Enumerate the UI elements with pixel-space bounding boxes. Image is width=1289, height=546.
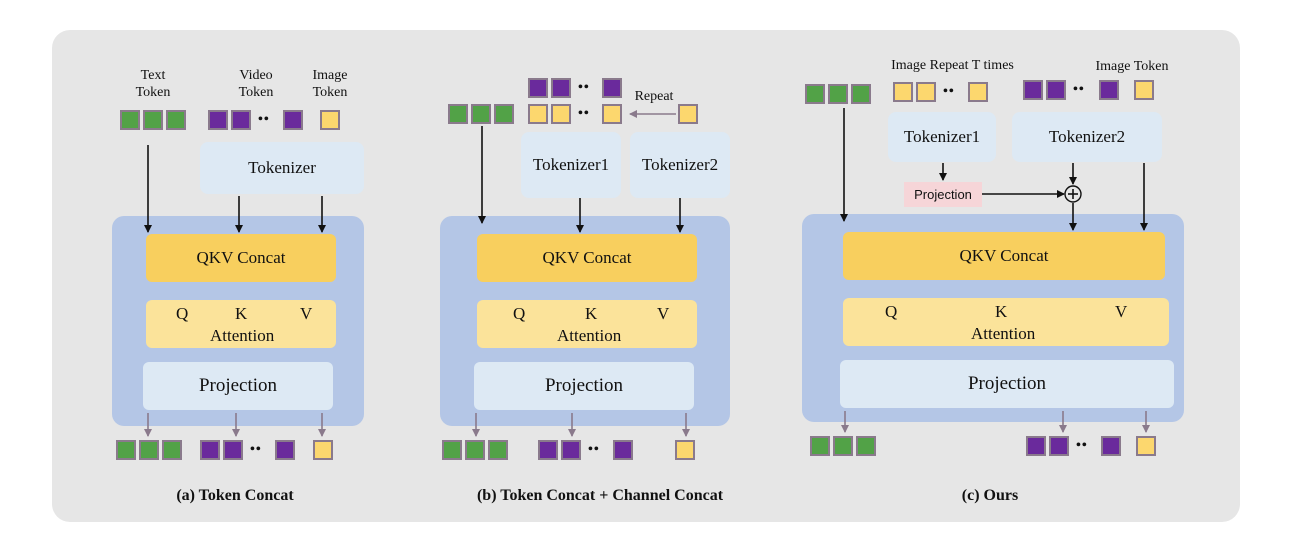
ellipsis-dots: •• — [250, 442, 262, 457]
attention-label: Attention — [971, 324, 1036, 343]
ellipsis-dots: •• — [578, 106, 590, 121]
text-token-square — [471, 104, 491, 124]
v-label: V — [657, 304, 670, 323]
q-label: Q — [885, 302, 898, 321]
attention-box: Q K V Attention — [843, 298, 1169, 346]
video-token-label: Video Token — [238, 68, 274, 100]
attention-box: Q K V Attention — [146, 300, 336, 348]
image-token-label: Image Token — [1095, 59, 1169, 74]
ellipsis-dots: •• — [258, 112, 270, 127]
ellipsis-dots: •• — [578, 80, 590, 95]
text-token-square — [139, 440, 159, 460]
text-token-square — [494, 104, 514, 124]
image-token-square — [678, 104, 698, 124]
video-token-square — [602, 78, 622, 98]
video-token-square — [528, 78, 548, 98]
image-token-square — [313, 440, 333, 460]
video-token-square — [1099, 80, 1119, 100]
attention-box: Q K V Attention — [477, 300, 697, 348]
image-token-square — [968, 82, 988, 102]
caption-a: (a) Token Concat — [176, 487, 294, 504]
text-token-square — [116, 440, 136, 460]
ellipsis-dots: •• — [1076, 438, 1088, 453]
video-token-square — [1101, 436, 1121, 456]
text-token-square — [833, 436, 853, 456]
video-token-square — [538, 440, 558, 460]
tokenizer1-box: Tokenizer1 — [521, 132, 621, 198]
caption-b: (b) Token Concat + Channel Concat — [476, 487, 724, 504]
image-token-label: Image Token — [312, 68, 348, 100]
qkv-concat-box: QKV Concat — [146, 234, 336, 282]
text-token-square — [856, 436, 876, 456]
q-label: Q — [513, 304, 526, 323]
image-token-square — [320, 110, 340, 130]
caption-c: (c) Ours — [961, 487, 1019, 504]
attention-label: Attention — [210, 326, 275, 345]
image-token-square — [893, 82, 913, 102]
ellipsis-dots: •• — [1073, 82, 1085, 97]
tokenizer2-box: Tokenizer2 — [1012, 112, 1162, 162]
video-token-square — [231, 110, 251, 130]
video-token-square — [551, 78, 571, 98]
tokenizer-box: Tokenizer — [200, 142, 364, 194]
q-label: Q — [176, 304, 189, 323]
image-token-square — [1134, 80, 1154, 100]
v-label: V — [300, 304, 313, 323]
text-token-square — [143, 110, 163, 130]
repeat-label: Repeat — [634, 89, 674, 104]
k-label: K — [585, 304, 598, 323]
qkv-concat-box: QKV Concat — [843, 232, 1165, 280]
video-token-square — [561, 440, 581, 460]
qkv-concat-box: QKV Concat — [477, 234, 697, 282]
text-token-square — [810, 436, 830, 456]
projection-box: Projection — [474, 362, 694, 410]
projection-box: Projection — [840, 360, 1174, 408]
image-token-square — [1136, 436, 1156, 456]
k-label: K — [995, 302, 1008, 321]
text-token-square — [442, 440, 462, 460]
text-token-square — [120, 110, 140, 130]
image-token-square — [551, 104, 571, 124]
ellipsis-dots: •• — [588, 442, 600, 457]
image-token-square — [916, 82, 936, 102]
text-token-square — [488, 440, 508, 460]
v-label: V — [1115, 302, 1128, 321]
text-token-square — [166, 110, 186, 130]
video-token-square — [275, 440, 295, 460]
text-token-square — [162, 440, 182, 460]
video-token-square — [1026, 436, 1046, 456]
video-token-square — [208, 110, 228, 130]
video-token-square — [1049, 436, 1069, 456]
plus-circle-icon — [1064, 185, 1082, 203]
text-token-square — [465, 440, 485, 460]
text-token-square — [448, 104, 468, 124]
attention-label: Attention — [557, 326, 622, 345]
text-token-square — [828, 84, 848, 104]
video-token-square — [223, 440, 243, 460]
k-label: K — [235, 304, 248, 323]
image-token-square — [675, 440, 695, 460]
text-token-label: Text Token — [135, 68, 171, 100]
image-token-square — [602, 104, 622, 124]
video-token-square — [283, 110, 303, 130]
text-token-square — [805, 84, 825, 104]
small-projection-box: Projection — [904, 182, 982, 207]
projection-box: Projection — [143, 362, 333, 410]
video-token-square — [200, 440, 220, 460]
tokenizer2-box: Tokenizer2 — [630, 132, 730, 198]
image-token-square — [528, 104, 548, 124]
video-token-square — [1046, 80, 1066, 100]
image-repeat-label: Image Repeat T times — [891, 58, 1014, 73]
ellipsis-dots: •• — [943, 84, 955, 99]
tokenizer1-box: Tokenizer1 — [888, 112, 996, 162]
text-token-square — [851, 84, 871, 104]
video-token-square — [613, 440, 633, 460]
video-token-square — [1023, 80, 1043, 100]
